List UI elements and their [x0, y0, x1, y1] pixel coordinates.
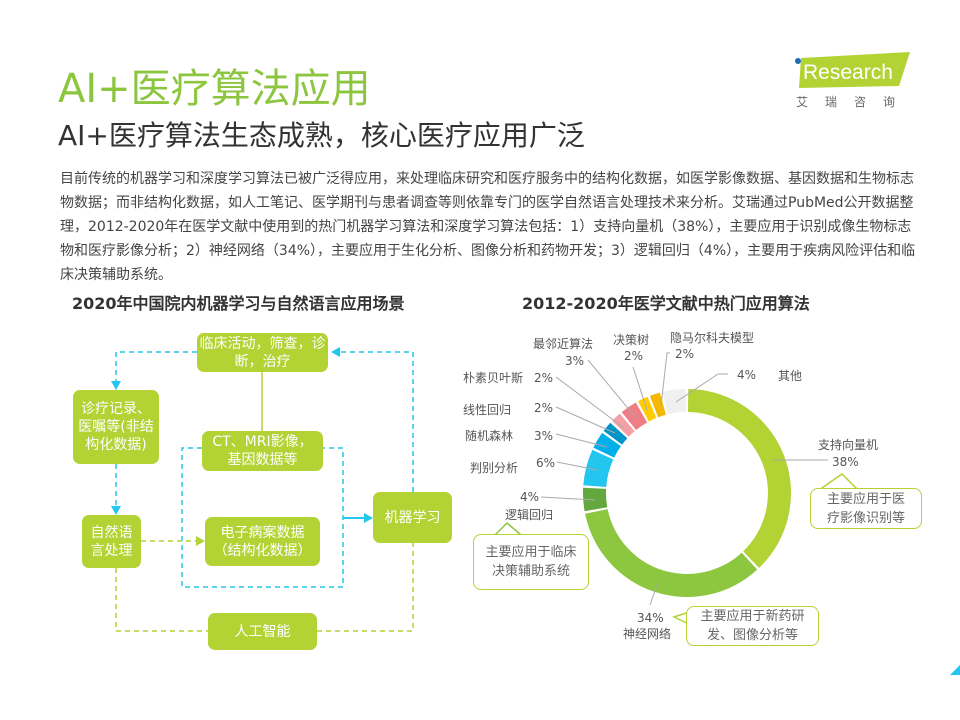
label-knn-name: 最邻近算法 — [533, 337, 594, 351]
nlp-box: 自然语言处理 — [82, 515, 141, 568]
donut-slice-2 — [582, 487, 608, 512]
intro-paragraph: 目前传统的机器学习和深度学习算法已被广泛得应用，来处理临床研究和医疗服务中的结构… — [60, 171, 916, 283]
label-dt-name: 决策树 — [613, 333, 650, 347]
donut-slice-0 — [687, 389, 792, 568]
donut-slice-4 — [593, 432, 621, 458]
label-rf-value: 3% — [534, 429, 554, 443]
label-svm-name: 支持向量机 — [818, 438, 879, 452]
records-box: 诊疗记录、医嘱等(非结构化数据) — [73, 390, 159, 464]
page-subtitle: AI+医疗算法生态成熟，核心医疗应用广泛 — [58, 119, 585, 152]
emr-data-box: 电子病案数据（结构化数据） — [205, 517, 320, 566]
label-linreg-name: 线性回归 — [463, 403, 512, 417]
label-rf-name: 随机森林 — [465, 429, 514, 443]
callout-nn: 主要应用于新药研发、图像分析等 — [686, 606, 819, 646]
corner-decoration — [950, 665, 960, 675]
label-nn-value: 34% — [637, 611, 664, 625]
label-lr-name: 逻辑回归 — [505, 508, 554, 522]
label-other-value: 4% — [737, 368, 757, 382]
leader-lines — [540, 352, 828, 606]
donut-slice-3 — [583, 449, 614, 487]
chart-title: 2012-2020年医学文献中热门应用算法 — [522, 294, 810, 313]
imaging-data-box: CT、MRI影像，基因数据等 — [202, 431, 323, 471]
donut-slice-9 — [649, 392, 666, 418]
label-svm-value: 38% — [832, 455, 859, 469]
donut-slice-6 — [612, 413, 635, 437]
label-nn-name: 神经网络 — [623, 627, 672, 641]
label-linreg-value: 2% — [534, 401, 554, 415]
logo-subtitle: 艾瑞咨询 — [796, 95, 913, 109]
label-hmm-value: 2% — [675, 347, 695, 361]
label-nb-value: 2% — [534, 371, 554, 385]
page-title: AI+医疗算法应用 — [58, 66, 371, 112]
clinical-activity-box: 临床活动，筛查，诊断，治疗 — [197, 333, 328, 372]
donut-slice-5 — [603, 422, 628, 445]
label-discriminant-value: 6% — [536, 456, 556, 470]
label-hmm-name: 隐马尔科夫模型 — [670, 331, 755, 345]
svg-text:Research: Research — [803, 61, 893, 84]
iresearch-logo: Research — [795, 52, 910, 88]
machine-learning-box: 机器学习 — [373, 492, 452, 543]
label-discriminant-name: 判别分析 — [470, 461, 519, 475]
callout-svm: 主要应用于医疗影像识别等 — [810, 488, 922, 529]
label-nb-name: 朴素贝叶斯 — [463, 371, 524, 385]
donut-slice-1 — [585, 509, 758, 598]
label-dt-value: 2% — [624, 349, 644, 363]
callout-lr: 主要应用于临床决策辅助系统 — [473, 534, 589, 590]
flow-title: 2020年中国院内机器学习与自然语言应用场景 — [72, 294, 405, 313]
ai-box: 人工智能 — [208, 613, 317, 650]
donut-slice-10 — [662, 389, 687, 415]
label-other-name: 其他 — [778, 369, 803, 383]
label-lr-value: 4% — [520, 490, 540, 504]
label-knn-value: 3% — [565, 354, 585, 368]
